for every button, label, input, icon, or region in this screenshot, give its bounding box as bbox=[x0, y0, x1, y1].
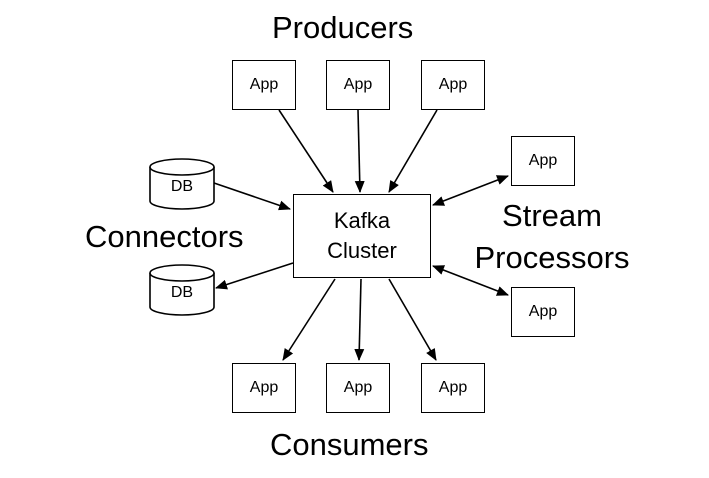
arrow-consumer-3 bbox=[388, 278, 437, 361]
arrow-consumer-1 bbox=[282, 278, 336, 361]
database-1: DB bbox=[149, 158, 215, 210]
stream-label-line1: Stream bbox=[502, 198, 602, 233]
cluster-label-line1: Kafka bbox=[333, 208, 391, 233]
database-label: DB bbox=[170, 178, 194, 195]
database-2: DB bbox=[149, 264, 215, 316]
arrow-producer-2 bbox=[354, 109, 365, 193]
stream-app-1: App bbox=[511, 136, 575, 186]
cluster-label-line2: Cluster bbox=[327, 238, 397, 263]
consumer-app-2: App bbox=[326, 363, 390, 413]
database-label: DB bbox=[170, 284, 194, 301]
arrow-producer-1 bbox=[278, 109, 334, 193]
connectors-label: Connectors bbox=[85, 219, 244, 254]
stream-app-2: App bbox=[511, 287, 575, 337]
producer-app-1: App bbox=[232, 60, 296, 110]
arrow-consumer-2 bbox=[354, 278, 365, 361]
kafka-cluster: Kafka Cluster bbox=[293, 194, 431, 278]
arrow-db-out bbox=[215, 262, 294, 290]
consumer-app-1: App bbox=[232, 363, 296, 413]
stream-processors-label: Stream Processors bbox=[466, 198, 638, 276]
consumers-label: Consumers bbox=[270, 427, 429, 462]
producers-label: Producers bbox=[272, 10, 414, 45]
stream-label-line2: Processors bbox=[474, 240, 630, 275]
arrow-producer-3 bbox=[388, 109, 438, 193]
arrow-stream-2 bbox=[432, 265, 509, 296]
consumer-app-3: App bbox=[421, 363, 485, 413]
database-icon bbox=[149, 158, 215, 210]
database-icon bbox=[149, 264, 215, 316]
producer-app-3: App bbox=[421, 60, 485, 110]
producer-app-2: App bbox=[326, 60, 390, 110]
arrow-db-in bbox=[213, 182, 291, 211]
arrow-stream-1 bbox=[432, 175, 509, 206]
